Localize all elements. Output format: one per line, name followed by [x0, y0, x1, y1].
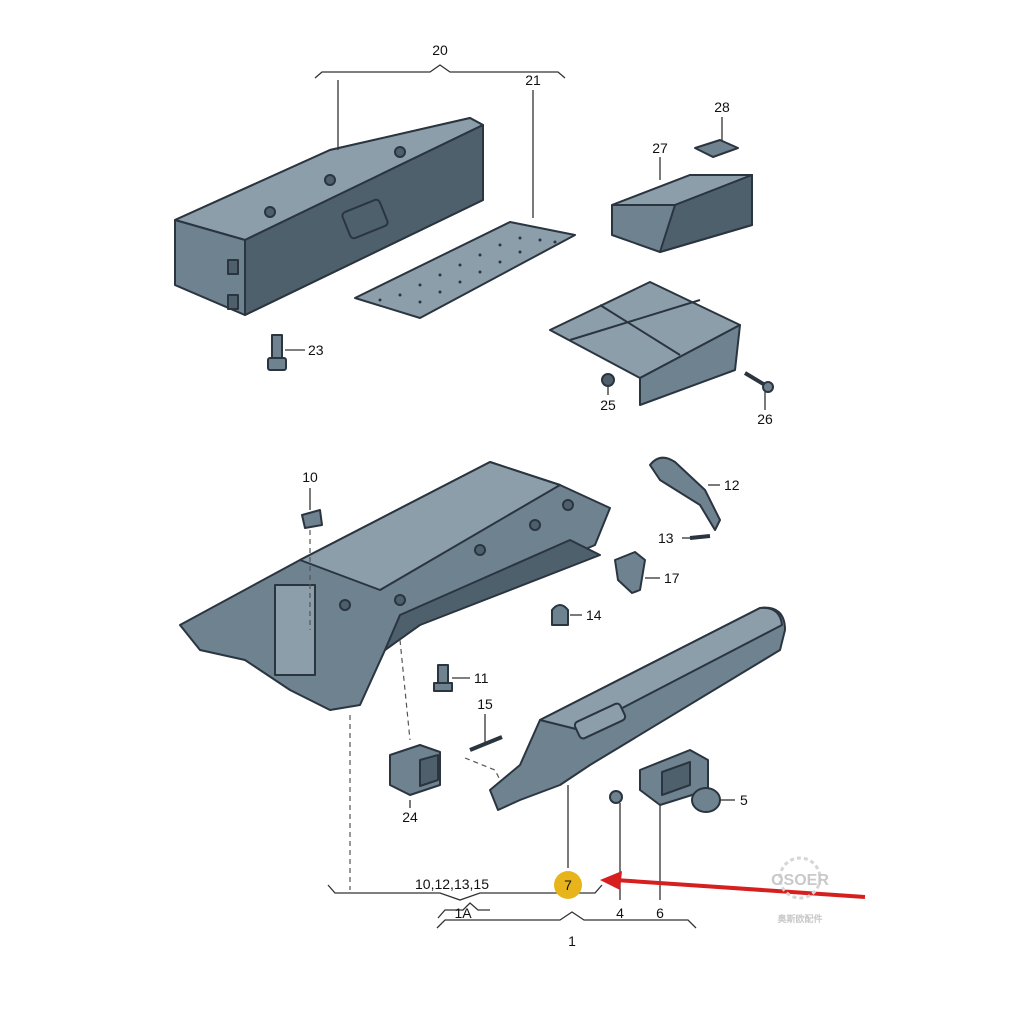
callout-21: 21 — [525, 72, 541, 88]
callout-12: 12 — [724, 477, 740, 493]
part-14-bump-stop — [551, 604, 569, 626]
part-12-lock-rod — [649, 456, 721, 531]
callout-13: 13 — [658, 530, 674, 546]
part-25-frame — [549, 281, 741, 406]
part-24-switch — [389, 744, 441, 796]
watermark-subtext: 奥斯欧配件 — [776, 913, 822, 924]
part-13-pin — [689, 534, 711, 540]
callout-10: 10 — [302, 469, 318, 485]
part-26-screw — [743, 371, 774, 393]
watermark-brand: OSOER — [771, 872, 829, 889]
assembly-lines — [309, 530, 501, 890]
part-11-screw — [433, 664, 453, 692]
callout-6: 6 — [656, 905, 664, 921]
part-7-lid — [489, 606, 786, 811]
callout-17: 17 — [664, 570, 680, 586]
callout-15: 15 — [477, 696, 493, 712]
part-6-latch — [639, 749, 709, 806]
braces — [314, 64, 697, 929]
gear-icon — [778, 856, 822, 900]
callout-28: 28 — [714, 99, 730, 115]
part-27-compartment — [611, 174, 753, 253]
part-4-screw — [609, 790, 623, 804]
callout-25: 25 — [600, 397, 616, 413]
part-28-clip — [694, 139, 739, 158]
part-1a-lower-housing — [179, 461, 611, 711]
callout-1a: 1A — [454, 905, 472, 921]
red-arrow — [600, 871, 866, 899]
callout-27: 27 — [652, 140, 668, 156]
part-5-knob — [691, 787, 721, 813]
callout-11: 11 — [474, 670, 489, 686]
part-23-screw — [267, 334, 287, 371]
callout-1: 1 — [568, 933, 576, 949]
callout-23: 23 — [308, 342, 324, 358]
watermark: OSOER 奥斯欧配件 — [771, 856, 829, 924]
part-17-bezel — [614, 551, 646, 594]
callout-26: 26 — [757, 411, 773, 427]
group-label: 10,12,13,15 — [415, 876, 489, 892]
part-21-mat — [354, 221, 576, 319]
leader-lines — [285, 80, 766, 900]
callout-14: 14 — [586, 607, 602, 623]
callout-24: 24 — [402, 809, 418, 825]
callout-4: 4 — [616, 905, 624, 921]
callout-5: 5 — [740, 792, 748, 808]
callout-7: 7 — [564, 877, 572, 893]
part-10-clip — [301, 509, 323, 529]
part-15-hinge-pin — [469, 735, 503, 752]
part-7-highlight — [554, 871, 582, 899]
part-20-upper-housing — [174, 117, 484, 316]
callout-20: 20 — [432, 42, 448, 58]
